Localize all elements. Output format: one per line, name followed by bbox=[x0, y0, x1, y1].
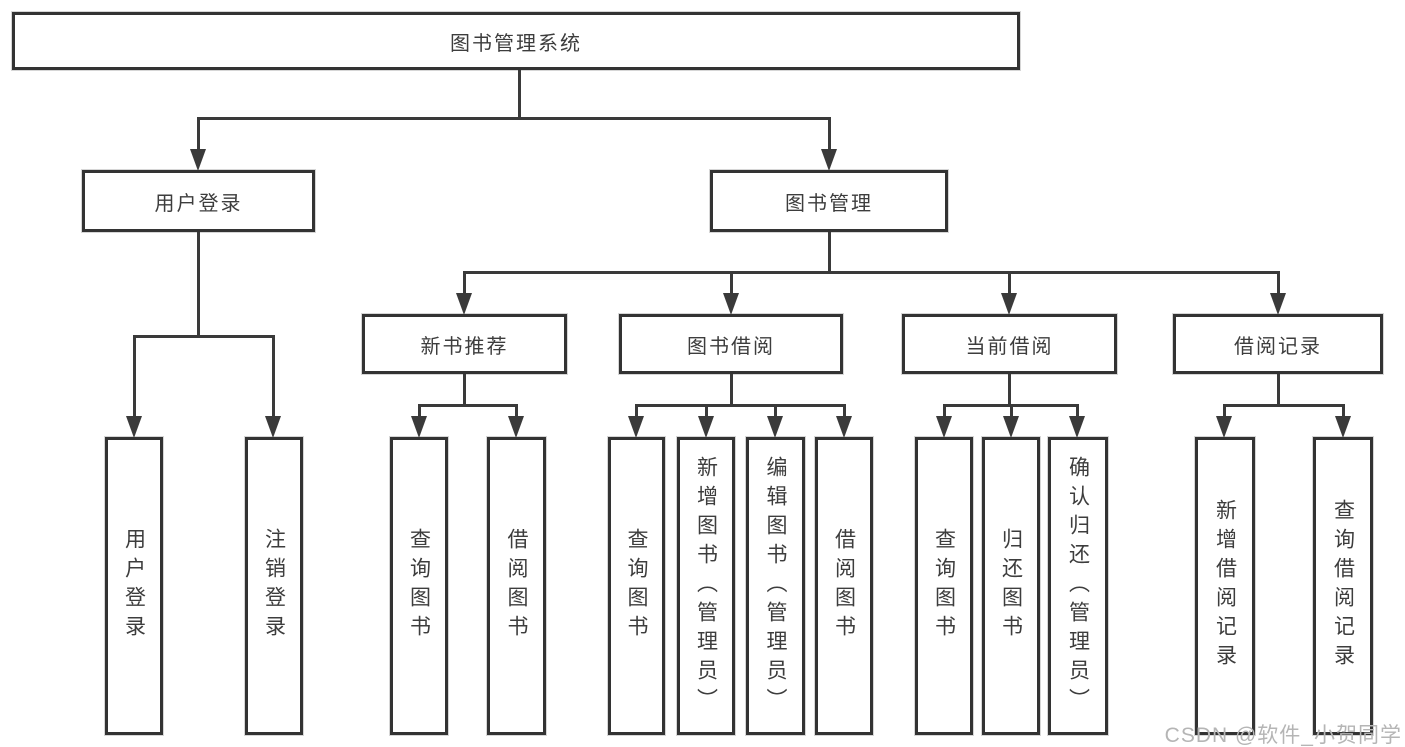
arrow-down-icon bbox=[411, 416, 427, 438]
connector-line bbox=[705, 404, 708, 419]
leaf-query-book-recommend: 查询图书 bbox=[390, 437, 448, 735]
connector-line bbox=[418, 404, 517, 407]
connector-line bbox=[1223, 404, 1345, 407]
watermark: CSDN @软件_小贺同学 bbox=[1164, 724, 1402, 747]
node-current-borrow-label: 当前借阅 bbox=[965, 335, 1054, 358]
node-new-book-recommend: 新书推荐 bbox=[362, 314, 567, 374]
leaf-edit-book: 编辑图书（管理员） bbox=[746, 437, 805, 735]
leaf-return-book-label: 归还图书 bbox=[999, 528, 1023, 644]
arrow-down-icon bbox=[1335, 416, 1351, 438]
arrow-down-icon bbox=[1270, 293, 1286, 315]
connector-line bbox=[518, 70, 521, 119]
connector-line bbox=[828, 232, 831, 274]
connector-line bbox=[730, 374, 733, 407]
arrow-down-icon bbox=[767, 416, 783, 438]
arrow-down-icon bbox=[265, 416, 281, 438]
arrow-down-icon bbox=[821, 149, 837, 171]
leaf-add-borrow-record: 新增借阅记录 bbox=[1195, 437, 1255, 735]
node-user-login: 用户登录 bbox=[82, 170, 315, 232]
leaf-query-borrow-record: 查询借阅记录 bbox=[1313, 437, 1373, 735]
arrow-down-icon bbox=[1003, 416, 1019, 438]
arrow-down-icon bbox=[1069, 416, 1085, 438]
leaf-add-borrow-record-label: 新增借阅记录 bbox=[1213, 499, 1237, 673]
leaf-query-book-current: 查询图书 bbox=[915, 437, 973, 735]
arrow-down-icon bbox=[190, 149, 206, 171]
leaf-add-book: 新增图书（管理员） bbox=[677, 437, 735, 735]
node-book-management: 图书管理 bbox=[710, 170, 948, 232]
node-book-management-label: 图书管理 bbox=[785, 192, 873, 215]
node-current-borrow: 当前借阅 bbox=[902, 314, 1117, 374]
connector-line bbox=[828, 117, 831, 152]
node-book-borrow-label: 图书借阅 bbox=[687, 335, 775, 358]
connector-line bbox=[418, 404, 421, 419]
connector-line bbox=[1008, 271, 1011, 296]
connector-line bbox=[272, 335, 275, 419]
connector-line bbox=[635, 404, 846, 407]
connector-line bbox=[1277, 271, 1280, 296]
leaf-add-book-label: 新增图书（管理员） bbox=[694, 455, 718, 717]
arrow-down-icon bbox=[508, 416, 524, 438]
arrow-down-icon bbox=[126, 416, 142, 438]
connector-line bbox=[635, 404, 638, 419]
connector-line bbox=[774, 404, 777, 419]
leaf-query-book-recommend-label: 查询图书 bbox=[407, 528, 431, 644]
leaf-query-book-current-label: 查询图书 bbox=[932, 528, 956, 644]
arrow-down-icon bbox=[1216, 416, 1232, 438]
arrow-down-icon bbox=[456, 293, 472, 315]
connector-line bbox=[730, 271, 733, 296]
leaf-user-login-label: 用户登录 bbox=[122, 528, 146, 644]
arrow-down-icon bbox=[936, 416, 952, 438]
leaf-borrow-book-label: 借阅图书 bbox=[832, 528, 856, 644]
connector-line bbox=[515, 404, 518, 419]
arrow-down-icon bbox=[698, 416, 714, 438]
node-borrow-records: 借阅记录 bbox=[1173, 314, 1383, 374]
connector-line bbox=[1223, 404, 1226, 419]
connector-line bbox=[197, 117, 200, 152]
connector-line bbox=[943, 404, 946, 419]
connector-line bbox=[1010, 404, 1013, 419]
leaf-query-borrow-record-label: 查询借阅记录 bbox=[1331, 499, 1355, 673]
arrow-down-icon bbox=[628, 416, 644, 438]
arrow-down-icon bbox=[836, 416, 852, 438]
node-book-borrow: 图书借阅 bbox=[619, 314, 843, 374]
node-user-login-label: 用户登录 bbox=[154, 192, 243, 215]
leaf-user-login: 用户登录 bbox=[105, 437, 163, 735]
connector-line bbox=[1277, 374, 1280, 407]
connector-line bbox=[843, 404, 846, 419]
leaf-query-book-borrow: 查询图书 bbox=[608, 437, 665, 735]
leaf-borrow-book-recommend: 借阅图书 bbox=[487, 437, 546, 735]
node-new-book-recommend-label: 新书推荐 bbox=[420, 335, 509, 358]
connector-line bbox=[463, 374, 466, 407]
connector-line bbox=[463, 271, 466, 296]
leaf-confirm-return: 确认归还（管理员） bbox=[1048, 437, 1108, 735]
node-borrow-records-label: 借阅记录 bbox=[1234, 335, 1322, 358]
connector-line bbox=[1076, 404, 1079, 419]
leaf-edit-book-label: 编辑图书（管理员） bbox=[764, 455, 787, 717]
connector-line bbox=[463, 271, 1280, 274]
arrow-down-icon bbox=[1001, 293, 1017, 315]
connector-line bbox=[197, 232, 200, 338]
node-root: 图书管理系统 bbox=[12, 12, 1020, 70]
node-root-label: 图书管理系统 bbox=[450, 32, 582, 55]
leaf-borrow-book: 借阅图书 bbox=[815, 437, 873, 735]
connector-line bbox=[197, 117, 831, 120]
connector-line bbox=[133, 335, 136, 419]
leaf-return-book: 归还图书 bbox=[982, 437, 1040, 735]
leaf-confirm-return-label: 确认归还（管理员） bbox=[1066, 455, 1090, 717]
leaf-query-book-borrow-label: 查询图书 bbox=[625, 528, 648, 644]
leaf-borrow-book-recommend-label: 借阅图书 bbox=[505, 528, 528, 644]
leaf-logout: 注销登录 bbox=[245, 437, 303, 735]
connector-line bbox=[133, 335, 275, 338]
connector-line bbox=[1342, 404, 1345, 419]
leaf-logout-label: 注销登录 bbox=[262, 528, 286, 644]
connector-line bbox=[1008, 374, 1011, 407]
arrow-down-icon bbox=[723, 293, 739, 315]
